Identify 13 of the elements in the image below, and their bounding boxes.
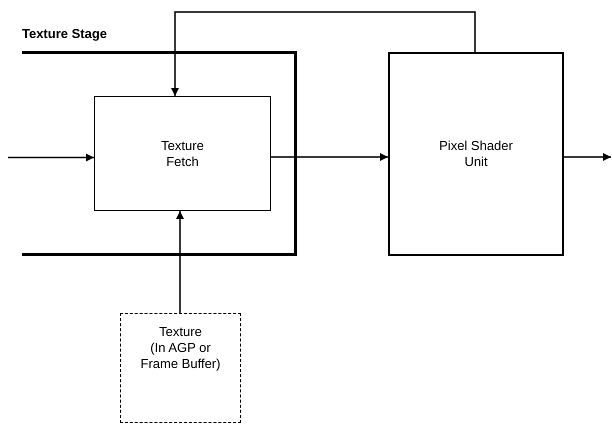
arrow [564, 153, 611, 161]
box-label: Texture Fetch [160, 138, 205, 170]
arrow [176, 211, 184, 313]
arrow [271, 153, 388, 161]
arrow [171, 11, 476, 96]
process-box [94, 96, 271, 211]
process-box [388, 52, 564, 256]
arrow [8, 154, 94, 162]
box-label: Pixel Shader Unit [438, 138, 514, 170]
stage-title: Texture Stage [22, 26, 108, 41]
dashed-box [120, 313, 241, 423]
box-label: Texture [159, 324, 202, 340]
box-label: (In AGP or Frame Buffer) [140, 340, 222, 372]
